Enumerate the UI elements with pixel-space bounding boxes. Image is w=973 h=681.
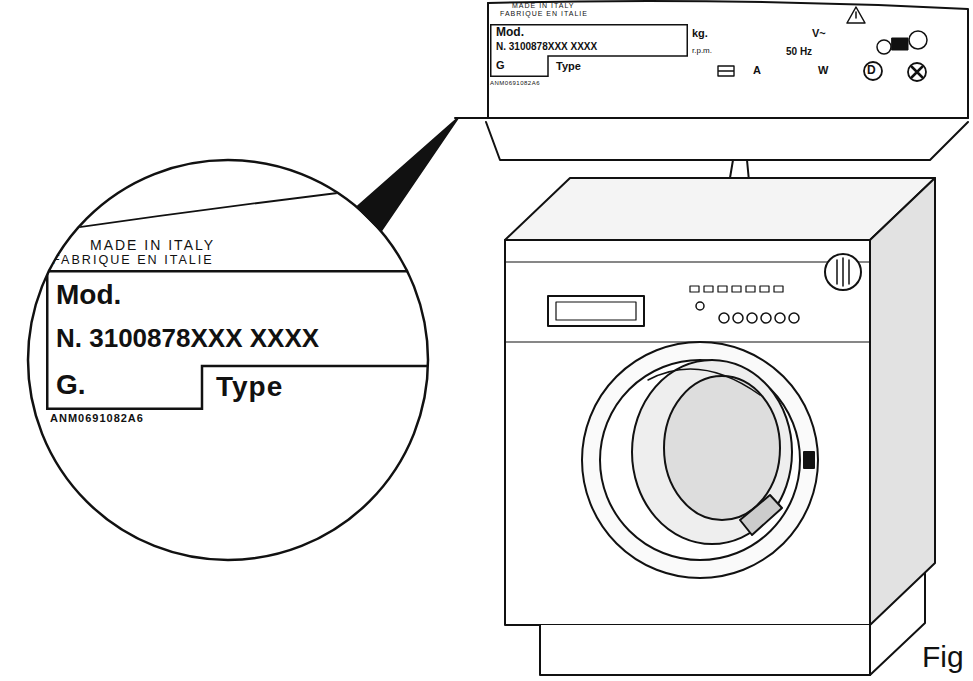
- plinth: [540, 625, 870, 675]
- door-latch: [804, 452, 814, 468]
- country-symbol: [864, 62, 882, 80]
- approval-symbol: [908, 63, 926, 81]
- button-row: [696, 302, 799, 323]
- plinth-side: [870, 573, 925, 675]
- node-text: W: [818, 64, 828, 76]
- rating-plate-edge: [487, 3, 489, 118]
- node-text: r.p.m.: [692, 47, 712, 56]
- panel-line: [505, 262, 870, 342]
- indicator-row: [690, 286, 783, 292]
- box-border: [491, 25, 688, 77]
- door-frame: [582, 342, 818, 578]
- drawer-handle: [556, 302, 636, 320]
- node-text: ANM0691082A6: [50, 412, 144, 424]
- approval-mark: [892, 38, 908, 50]
- door-ring: [600, 360, 800, 560]
- program-dial: [825, 254, 861, 290]
- approval-symbol: [909, 31, 927, 49]
- plate-id-box: Mod. N. 3100878XXX XXXX G Type: [490, 24, 688, 77]
- node-heading: Mod.: [56, 280, 121, 311]
- door-handle: [740, 495, 782, 535]
- rating-plate-bottom: [455, 117, 968, 119]
- node-text: ANM0691082A6: [490, 80, 540, 87]
- node-text: kg.: [692, 27, 708, 39]
- magnifier-circle: [28, 160, 428, 560]
- figure-label: Fig: [922, 640, 964, 673]
- node-heading: MADE IN ITALY: [512, 2, 575, 10]
- door-gasket: [632, 360, 792, 544]
- detergent-drawer: [548, 296, 644, 326]
- machine-side: [870, 178, 935, 625]
- node-text: FABRIQUE EN ITALIE: [52, 254, 214, 268]
- magnified-id-box: Mod. N. 3100878XXX XXXX G. Type: [46, 270, 428, 410]
- approval-mark: [912, 67, 922, 77]
- magnified-plate: MADE IN ITALYFABRIQUE EN ITALIE ANM069108…: [28, 160, 428, 560]
- node-text: Type: [216, 372, 283, 403]
- box-border: [687, 25, 689, 56]
- rating-plate: MADE IN ITALYFABRIQUE EN ITALIE kg. V~ r.p.…: [488, 0, 968, 100]
- warning-mark: [855, 12, 857, 18]
- node-text: V~: [812, 27, 826, 39]
- dial-grip: [837, 258, 849, 286]
- node-text: A: [753, 64, 761, 76]
- approval-symbol: [877, 40, 891, 54]
- box-border: [47, 271, 428, 409]
- magnifier-pointer: [357, 118, 458, 231]
- warning-triangle: [847, 7, 865, 23]
- node-text: G.: [56, 370, 86, 401]
- drum-opening: [664, 376, 780, 520]
- node-heading: Mod.: [496, 26, 524, 39]
- door-glass-rim: [648, 369, 760, 395]
- plate-bracket: [486, 122, 968, 160]
- node-heading: MADE IN ITALY: [90, 238, 215, 253]
- node-text: N. 3100878XXX XXXX: [496, 41, 597, 52]
- country-code: D: [867, 64, 876, 77]
- node-text: FABRIQUE EN ITALIE: [500, 10, 588, 18]
- node-text: G: [496, 59, 505, 71]
- node-text: 50 Hz: [786, 46, 812, 57]
- node-text: Type: [556, 60, 581, 72]
- rating-plate-outline: [488, 1, 968, 118]
- appliance-class-symbol: [718, 66, 734, 76]
- node-text: N. 3100878XXX XXXX: [56, 324, 319, 353]
- machine-front: [505, 240, 870, 625]
- machine-top: [505, 178, 935, 240]
